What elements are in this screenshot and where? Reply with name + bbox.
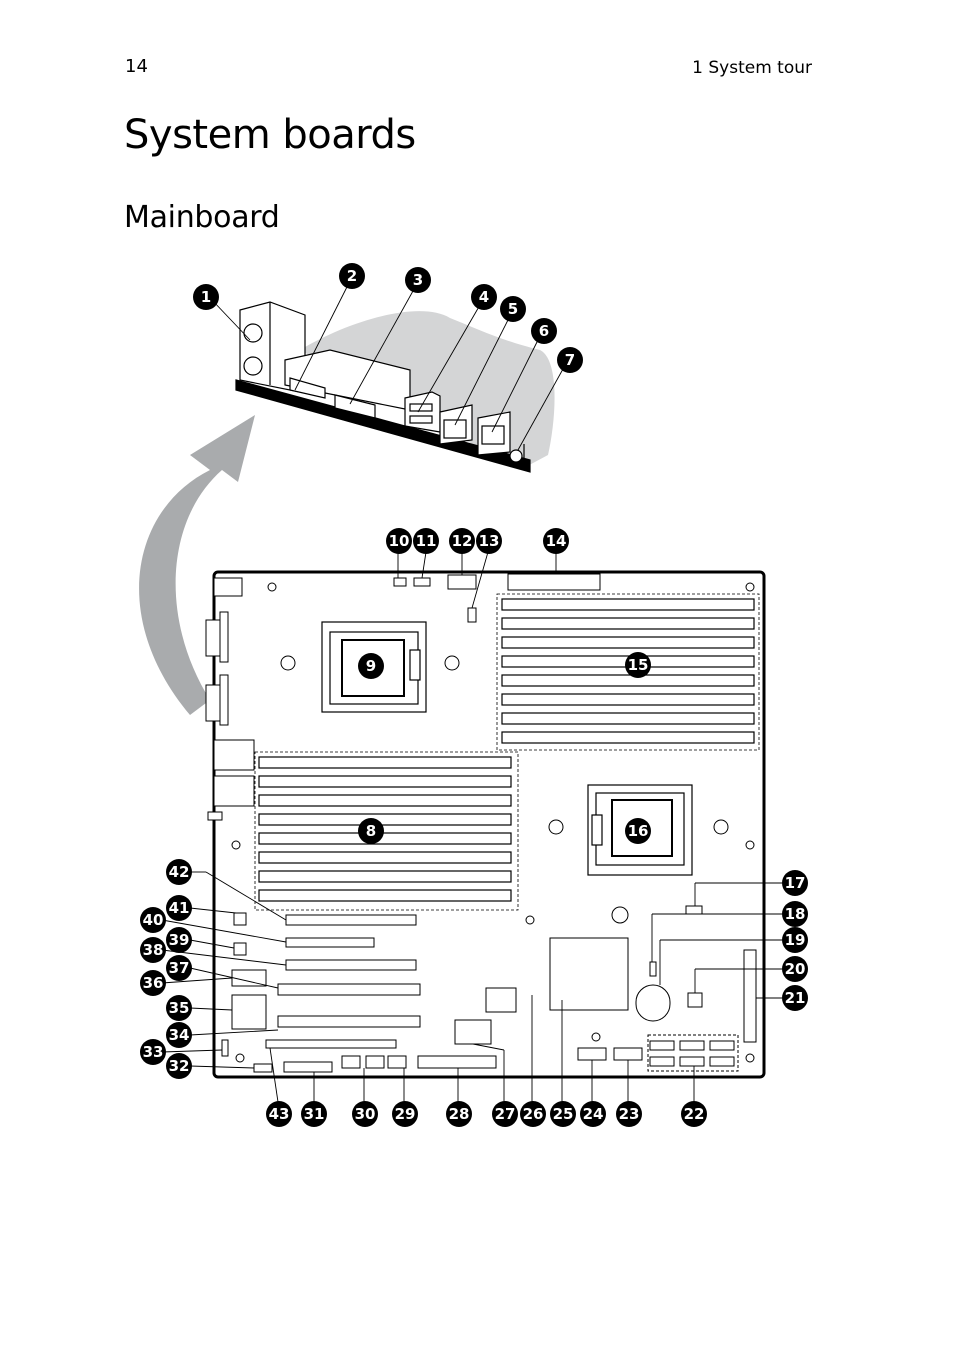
svg-text:22: 22 [684,1105,705,1123]
page-number: 14 [125,56,148,77]
svg-text:19: 19 [785,931,806,949]
callout-29: 29 [392,1101,418,1127]
svg-text:1: 1 [201,288,211,306]
callout-42: 42 [166,859,192,885]
callout-43: 43 [266,1101,292,1127]
svg-text:10: 10 [389,532,410,550]
callout-36: 36 [140,970,166,996]
svg-text:31: 31 [304,1105,325,1123]
svg-text:38: 38 [143,941,164,959]
svg-text:21: 21 [785,989,806,1007]
callout-20: 20 [782,956,808,982]
callout-25: 25 [550,1101,576,1127]
callout-31: 31 [301,1101,327,1127]
svg-text:34: 34 [169,1026,190,1044]
svg-text:2: 2 [347,267,357,285]
callout-32: 32 [166,1053,192,1079]
svg-text:42: 42 [169,863,190,881]
svg-text:16: 16 [628,822,649,840]
callout-41: 41 [166,895,192,921]
callout-30: 30 [352,1101,378,1127]
expansion-slots [231,912,421,1049]
callout-8: 8 [358,818,384,844]
svg-text:25: 25 [553,1105,574,1123]
svg-text:39: 39 [169,931,190,949]
callout-19: 19 [782,927,808,953]
svg-text:3: 3 [413,271,423,289]
callout-38: 38 [140,937,166,963]
svg-text:40: 40 [143,911,164,929]
svg-text:24: 24 [583,1105,604,1123]
chapter-title: 1 System tour [692,58,812,78]
callout-24: 24 [580,1101,606,1127]
callout-9: 9 [358,653,384,679]
callout-2: 2 [339,263,365,289]
rear-connectors-edge [205,577,255,821]
svg-text:4: 4 [479,288,489,306]
callout-18: 18 [782,901,808,927]
callout-1: 1 [193,284,219,310]
callout-37: 37 [166,955,192,981]
svg-text:30: 30 [355,1105,376,1123]
callout-labels: 1 2 3 4 5 6 7 8 9 10 11 12 13 14 15 16 1… [140,263,808,1127]
svg-text:32: 32 [169,1057,190,1075]
callout-34: 34 [166,1022,192,1048]
svg-text:26: 26 [523,1105,544,1123]
callout-23: 23 [616,1101,642,1127]
svg-text:13: 13 [479,532,500,550]
callout-14: 14 [543,528,569,554]
dimm-slots-cpu2 [254,751,519,911]
svg-text:35: 35 [169,999,190,1017]
svg-text:11: 11 [416,532,437,550]
callout-6: 6 [531,318,557,344]
svg-text:43: 43 [269,1105,290,1123]
rear-io-panel [235,301,555,473]
svg-text:6: 6 [539,322,549,340]
svg-text:17: 17 [785,874,806,892]
svg-text:14: 14 [546,532,567,550]
svg-text:15: 15 [628,656,649,674]
svg-text:28: 28 [449,1105,470,1123]
callout-3: 3 [405,267,431,293]
callout-17: 17 [782,870,808,896]
svg-text:27: 27 [495,1105,516,1123]
svg-text:5: 5 [508,300,518,318]
svg-text:12: 12 [452,532,473,550]
callout-22: 22 [681,1101,707,1127]
callout-27: 27 [492,1101,518,1127]
callout-21: 21 [782,985,808,1011]
section-title: Mainboard [124,200,280,235]
chipset-area [221,905,757,1073]
callout-15: 15 [625,652,651,678]
svg-text:29: 29 [395,1105,416,1123]
page-title: System boards [124,112,416,158]
svg-text:23: 23 [619,1105,640,1123]
callout-40: 40 [140,907,166,933]
callout-11: 11 [413,528,439,554]
svg-text:41: 41 [169,899,190,917]
callout-7: 7 [557,347,583,373]
callout-13: 13 [476,528,502,554]
svg-text:7: 7 [565,351,575,369]
leader-lines [161,276,782,1103]
callout-5: 5 [500,296,526,322]
svg-text:37: 37 [169,959,190,977]
svg-text:36: 36 [143,974,164,992]
callout-39: 39 [166,927,192,953]
svg-text:20: 20 [785,960,806,978]
callout-16: 16 [625,818,651,844]
svg-text:18: 18 [785,905,806,923]
callout-10: 10 [386,528,412,554]
callout-35: 35 [166,995,192,1021]
callout-4: 4 [471,284,497,310]
callout-28: 28 [446,1101,472,1127]
svg-text:8: 8 [366,822,376,840]
svg-text:9: 9 [366,657,376,675]
callout-26: 26 [520,1101,546,1127]
arrow-indicator [139,415,255,715]
callout-33: 33 [140,1039,166,1065]
svg-text:33: 33 [143,1043,164,1061]
callout-12: 12 [449,528,475,554]
